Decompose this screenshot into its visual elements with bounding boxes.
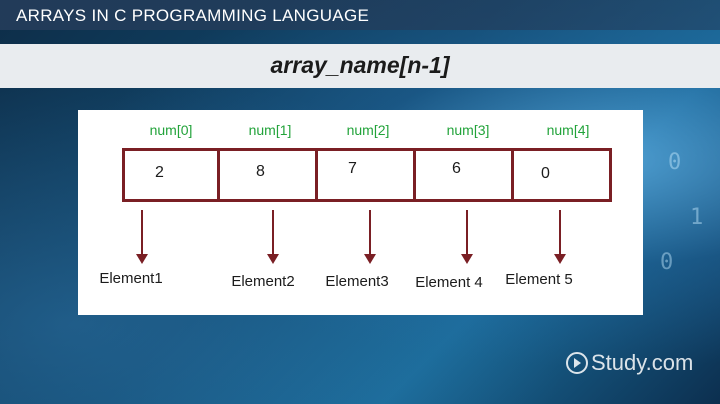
element-label: Element1 <box>99 270 163 287</box>
arrow-down-icon <box>554 254 566 264</box>
array-cell: 8 <box>220 148 318 202</box>
array-cell: 2 <box>122 148 220 202</box>
arrow-down-icon <box>461 254 473 264</box>
background-digit-decoration: 1 <box>690 205 704 230</box>
array-cell: 0 <box>514 148 612 202</box>
cell-value: 2 <box>155 164 164 181</box>
array-cell: 6 <box>416 148 514 202</box>
slide-title: ARRAYS IN C PROGRAMMING LANGUAGE <box>16 6 370 25</box>
element-label: Element 5 <box>505 271 573 288</box>
element-label: Element3 <box>325 273 389 290</box>
index-label: num[2] <box>346 122 390 138</box>
title-bar: ARRAYS IN C PROGRAMMING LANGUAGE <box>0 0 720 30</box>
arrow-down-icon <box>136 254 148 264</box>
arrow-line <box>559 210 561 256</box>
cell-value: 0 <box>541 165 550 182</box>
arrow-line <box>272 210 274 256</box>
study-com-logo: Study.com <box>566 350 693 376</box>
element-label: Element 4 <box>415 274 483 291</box>
index-label: num[1] <box>248 122 292 138</box>
cell-value: 6 <box>452 160 461 177</box>
index-label: num[4] <box>546 122 590 138</box>
array-syntax-formula: array_name[n-1] <box>270 52 450 78</box>
logo-text: Study.com <box>591 350 694 375</box>
arrow-down-icon <box>267 254 279 264</box>
arrow-line <box>141 210 143 256</box>
element-label: Element2 <box>231 273 295 290</box>
arrow-line <box>466 210 468 256</box>
array-cell: 7 <box>318 148 416 202</box>
arrow-down-icon <box>364 254 376 264</box>
arrow-line <box>369 210 371 256</box>
formula-bar: array_name[n-1] <box>0 44 720 88</box>
index-label: num[0] <box>149 122 193 138</box>
array-cells-row: 2 8 7 6 0 <box>122 148 612 202</box>
cell-value: 8 <box>256 163 265 180</box>
index-label: num[3] <box>446 122 490 138</box>
background-digit-decoration: 0 <box>668 150 682 175</box>
background-digit-decoration: 0 <box>660 250 674 275</box>
cell-value: 7 <box>348 160 357 177</box>
array-diagram-panel: num[0] num[1] num[2] num[3] num[4] 2 8 7… <box>78 110 643 315</box>
play-circle-icon <box>566 352 588 374</box>
